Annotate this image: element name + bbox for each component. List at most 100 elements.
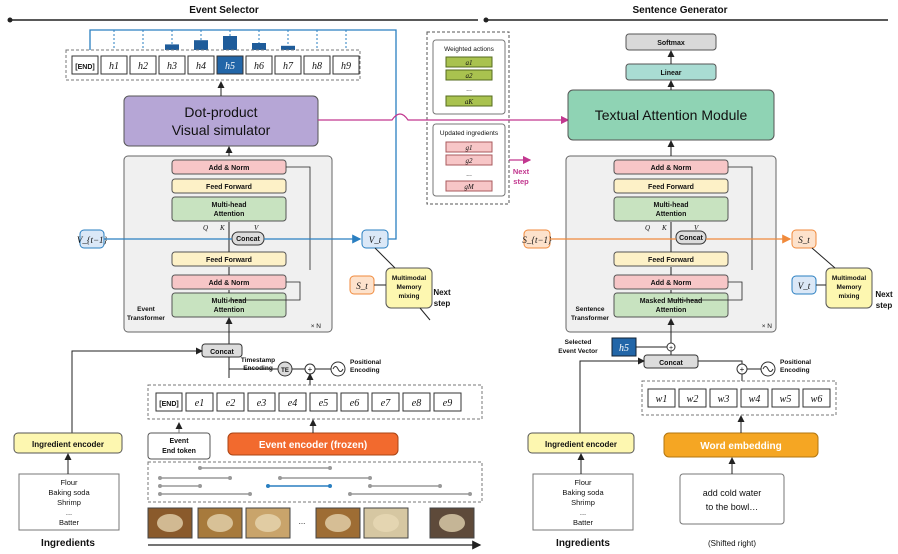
event-selector-title: Event Selector (189, 5, 259, 16)
segment-end-8 (468, 492, 472, 496)
svg-text:Encoding: Encoding (243, 365, 273, 372)
w-token-6-label: w6 (811, 394, 823, 405)
svg-text:Positional: Positional (780, 359, 811, 366)
updated-ingredient-1 (445, 141, 493, 153)
svg-text:+: + (669, 345, 673, 352)
dot-product-label: Dot-product (184, 104, 257, 120)
svg-text:Feed Forward: Feed Forward (648, 257, 694, 264)
svg-text:Event: Event (169, 438, 189, 445)
svg-text:Add & Norm: Add & Norm (651, 165, 692, 172)
svg-text:K: K (661, 224, 667, 232)
svg-text:Weighted actions: Weighted actions (444, 46, 494, 53)
w-token-3-label: w3 (718, 394, 730, 405)
svg-text:Timestamp: Timestamp (241, 357, 275, 364)
weighted-action-label-2: a2 (466, 72, 474, 80)
svg-text:Concat: Concat (679, 235, 703, 242)
svg-text:Attention: Attention (656, 307, 687, 314)
e-token-8-label: e8 (412, 398, 421, 409)
svg-text:Encoding: Encoding (350, 367, 380, 374)
svg-text:Memory: Memory (837, 284, 862, 291)
e-token-2 (216, 392, 245, 412)
svg-text:Ingredient encoder: Ingredient encoder (545, 440, 617, 449)
h-end-token-label: [END] (75, 64, 94, 71)
w-token-2-label: w2 (687, 394, 699, 405)
h-token-9-label: h9 (341, 61, 351, 72)
svg-text:Masked Multi-head: Masked Multi-head (640, 298, 703, 305)
svg-text:(Shifted right): (Shifted right) (708, 539, 756, 548)
video-frames (147, 507, 475, 539)
score-bar-5 (223, 36, 237, 50)
svg-text:Multimodal: Multimodal (832, 275, 866, 282)
updated-ingredient-label-1: g1 (466, 144, 473, 152)
e-token-1-label: e1 (195, 398, 204, 409)
gen-mha-top (613, 196, 729, 222)
svg-text:Concat: Concat (236, 236, 260, 243)
segment-start-1 (198, 466, 202, 470)
frame-bowl-4 (325, 514, 351, 532)
h-token-5 (216, 55, 244, 75)
frame-bowl-5 (373, 514, 399, 532)
frame-bowl-6 (439, 514, 465, 532)
svg-text:End token: End token (162, 448, 196, 455)
updated-ingredient-label-2: g2 (466, 157, 474, 165)
e-token-7-label: e7 (381, 398, 391, 409)
svg-text:Attention: Attention (214, 307, 245, 314)
e-token-1 (185, 392, 214, 412)
svg-text:Encoding: Encoding (780, 367, 810, 374)
svg-text:step: step (513, 177, 529, 186)
input-sentence-box (679, 473, 785, 525)
h-token-2 (129, 55, 157, 75)
e-token-9-label: e9 (443, 398, 452, 409)
ingredient-right-4: ... (580, 508, 586, 517)
memory-mixing-right (825, 267, 873, 309)
h-token-5-label: h5 (225, 61, 235, 72)
e-token-4 (278, 392, 307, 412)
ingredient-left-4: ... (66, 508, 72, 517)
svg-text:Next: Next (433, 288, 451, 297)
event-feed-forward-top (171, 178, 287, 194)
svg-text:Ingredient encoder: Ingredient encoder (32, 440, 104, 449)
e-token-4-label: e4 (288, 398, 297, 409)
segment-end-2 (228, 476, 232, 480)
event-mha-top (171, 196, 287, 222)
h-token-4-label: h4 (196, 61, 206, 72)
h-token-7-label: h7 (283, 61, 294, 72)
svg-text:V_t: V_t (798, 281, 811, 291)
w-token-1-label: w1 (656, 394, 668, 405)
frame-bowl-3 (255, 514, 281, 532)
h-token-6 (245, 55, 273, 75)
weighted-action-4 (445, 95, 493, 107)
svg-text:mixing: mixing (399, 293, 420, 300)
svg-text:Attention: Attention (214, 211, 245, 218)
segment-start-4 (158, 484, 162, 488)
segment-proposals (158, 466, 472, 496)
svg-text:Textual Attention Module: Textual Attention Module (595, 107, 748, 123)
segment-end-4 (198, 484, 202, 488)
segment-start-5 (266, 484, 270, 488)
svg-text:Event Vector: Event Vector (558, 348, 598, 355)
svg-text:Next: Next (513, 167, 530, 176)
segment-start-3 (278, 476, 282, 480)
segment-proposal-box (147, 461, 483, 503)
e-token-8 (402, 392, 431, 412)
score-bar-6 (252, 43, 266, 50)
h-end-token (71, 55, 99, 75)
svg-text:K: K (219, 224, 225, 232)
svg-text:V_t: V_t (369, 235, 382, 245)
h-token-7 (274, 55, 302, 75)
te-node (277, 361, 293, 377)
segment-start-6 (368, 484, 372, 488)
svg-text:Add & Norm: Add & Norm (209, 280, 250, 287)
h-token-9 (332, 55, 360, 75)
updated-ingredient-4 (445, 180, 493, 192)
h-token-8-label: h8 (312, 61, 322, 72)
svg-text:Q: Q (645, 224, 650, 232)
segment-end-3 (368, 476, 372, 480)
e-end-token (155, 392, 183, 412)
svg-text:Q: Q (203, 224, 208, 232)
svg-text:mixing: mixing (839, 293, 860, 300)
weighted-action-2 (445, 69, 493, 81)
visual-simulator-label: Visual simulator (172, 122, 271, 138)
